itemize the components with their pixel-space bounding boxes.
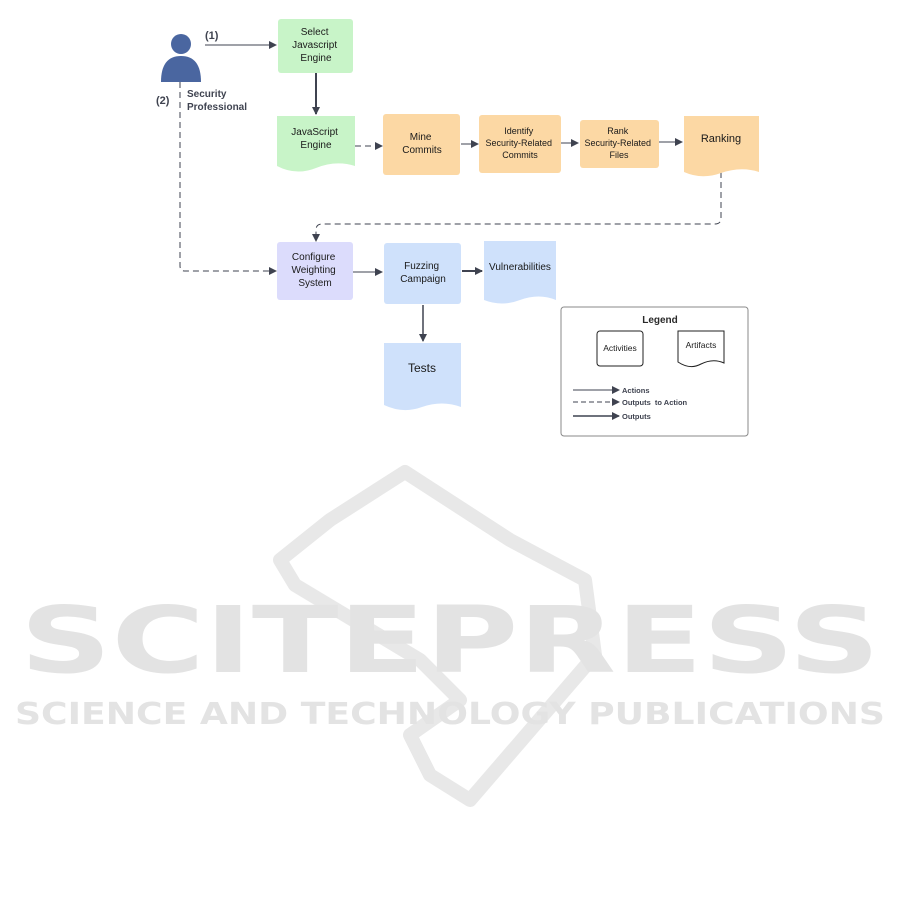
person-icon-head	[171, 34, 191, 54]
watermark-sub-text: SCIENCE AND TECHNOLOGY PUBLICATIONS	[15, 697, 885, 732]
javascript-engine-line1: JavaScript	[291, 127, 338, 138]
select-engine-line2: Javascript	[292, 40, 337, 51]
legend-outputs-to-action-label: Outputs to Action	[622, 398, 688, 407]
node-select-javascript-engine: Select Javascript Engine	[278, 19, 353, 73]
select-engine-line3: Engine	[300, 53, 332, 64]
svg-text:Configure Weighting: Configure Weighting System	[291, 252, 338, 289]
fuzzing-line1: Fuzzing	[404, 261, 439, 272]
identify-line2: Security-Related	[485, 138, 552, 148]
node-ranking: Ranking	[684, 116, 759, 177]
legend-actions-label: Actions	[622, 386, 650, 395]
rank-line2: Security-Related	[584, 138, 651, 148]
node-fuzzing-campaign: Fuzzing Campaign	[384, 243, 461, 304]
svg-text:Mine Commits: Mine Commits	[402, 132, 441, 156]
configure-line3: System	[298, 278, 331, 289]
arrow-ranking-to-configure	[312, 172, 722, 242]
identify-line3: Commits	[502, 150, 538, 160]
javascript-engine-line2: Engine	[300, 140, 332, 151]
configure-line1: Configure	[292, 252, 336, 263]
mine-commits-line2: Commits	[402, 145, 441, 156]
sitepress-watermark: SCITEPRESS SCIENCE AND TECHNOLOGY PUBLIC…	[15, 465, 885, 807]
ranking-label: Ranking	[701, 133, 741, 145]
rank-line3: Files	[609, 150, 629, 160]
configure-line2: Weighting	[291, 265, 335, 276]
vulnerabilities-label: Vulnerabilities	[489, 262, 551, 273]
legend-box: Legend Activities Artifacts Actions Outp…	[560, 306, 749, 437]
rank-line1: Rank	[607, 126, 629, 136]
node-tests: Tests	[384, 343, 461, 411]
svg-text:JavaScript Engine: JavaScript Engine	[291, 127, 340, 151]
legend-activity-shape	[596, 330, 644, 367]
actor-name-line1: Security	[187, 89, 227, 100]
svg-text:Fuzzing Campaign: Fuzzing Campaign	[400, 261, 446, 285]
node-vulnerabilities: Vulnerabilities	[484, 241, 556, 304]
select-engine-line1: Select	[301, 27, 329, 38]
legend-outputs-label: Outputs	[622, 412, 651, 421]
fuzzing-line2: Campaign	[400, 274, 446, 285]
actor-step2-label: (2)	[156, 95, 170, 107]
node-rank-security-related-files: Rank Security-Related Files	[580, 120, 659, 168]
actor-step1-label: (1)	[205, 30, 219, 42]
person-icon-body	[161, 56, 201, 82]
node-mine-commits: Mine Commits	[383, 114, 460, 175]
watermark-main-text: SCITEPRESS	[20, 587, 880, 694]
legend-artifact-shape	[677, 330, 725, 368]
legend-artifacts-label: Artifacts	[686, 340, 717, 350]
tests-label: Tests	[408, 361, 436, 375]
node-javascript-engine: JavaScript Engine	[277, 116, 355, 172]
security-professional-actor: (1) (2) Security Professional	[156, 30, 247, 113]
legend-title: Legend	[642, 315, 678, 326]
svg-text:Select Javascript: Select Javascript Engine	[292, 27, 340, 64]
mine-commits-line1: Mine	[410, 132, 432, 143]
svg-text:Rank Security-Related: Rank Security-Related Files	[584, 126, 653, 160]
node-identify-security-related-commits: Identify Security-Related Commits	[479, 115, 561, 173]
identify-line1: Identify	[504, 126, 534, 136]
arrow-actor-to-configure	[179, 82, 277, 275]
watermark-book-icon	[273, 465, 602, 807]
connectors	[179, 41, 722, 342]
actor-name-line2: Professional	[187, 102, 247, 113]
node-configure-weighting-system: Configure Weighting System	[277, 242, 353, 300]
legend-activities-label: Activities	[603, 343, 637, 353]
svg-text:Identify Security-Relate: Identify Security-Related Commits	[485, 126, 554, 160]
